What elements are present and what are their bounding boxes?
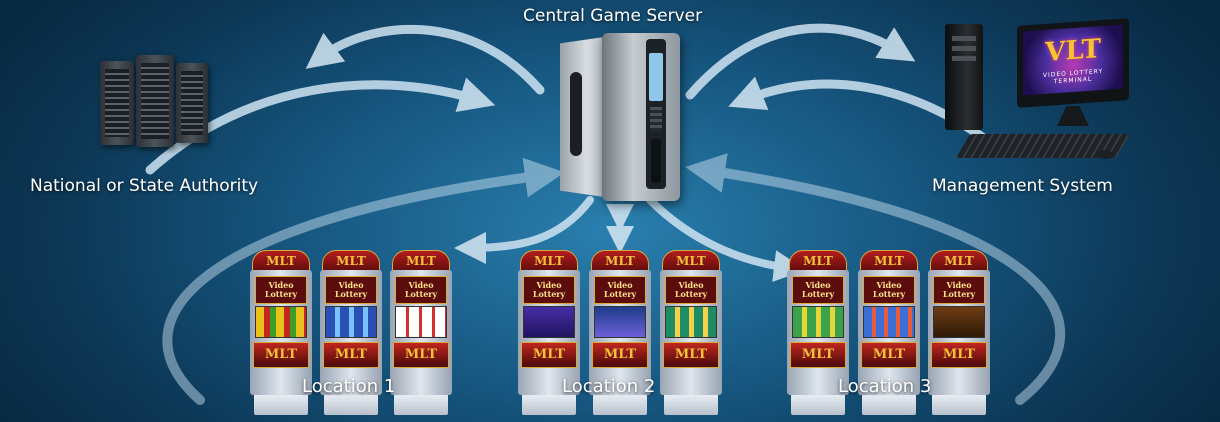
rack-server-icon: [136, 55, 174, 147]
arrow-location1-to-server: [162, 157, 565, 405]
location-2-label: Location 2: [562, 376, 656, 397]
vlt-logo: VLT: [1045, 34, 1101, 68]
arrow-server-to-management: [685, 23, 916, 100]
authority-label: National or State Authority: [30, 176, 259, 196]
vlt-subtitle: VIDEO LOTTERY TERMINAL: [1042, 67, 1104, 86]
central-server-label: Central Game Server: [523, 6, 703, 26]
management-computer-icon: VLT VIDEO LOTTERY TERMINAL: [945, 18, 1130, 162]
location-1-label: Location 1: [302, 376, 396, 397]
pc-tower-icon: [945, 24, 983, 130]
location-3-label: Location 3: [838, 376, 932, 397]
management-label: Management System: [932, 176, 1113, 196]
arrow-server-to-authority: [305, 24, 545, 95]
arrow-location3-to-server: [685, 153, 1066, 405]
mouse-icon: [1097, 150, 1113, 159]
rack-server-icon: [100, 61, 134, 145]
authority-servers-icon: [100, 55, 210, 150]
rack-server-icon: [176, 63, 208, 143]
monitor-icon: VLT VIDEO LOTTERY TERMINAL: [1017, 18, 1129, 108]
arrow-server-to-location3: [646, 196, 806, 282]
central-server-icon: [560, 33, 682, 203]
arrow-server-to-location1: [454, 196, 594, 264]
